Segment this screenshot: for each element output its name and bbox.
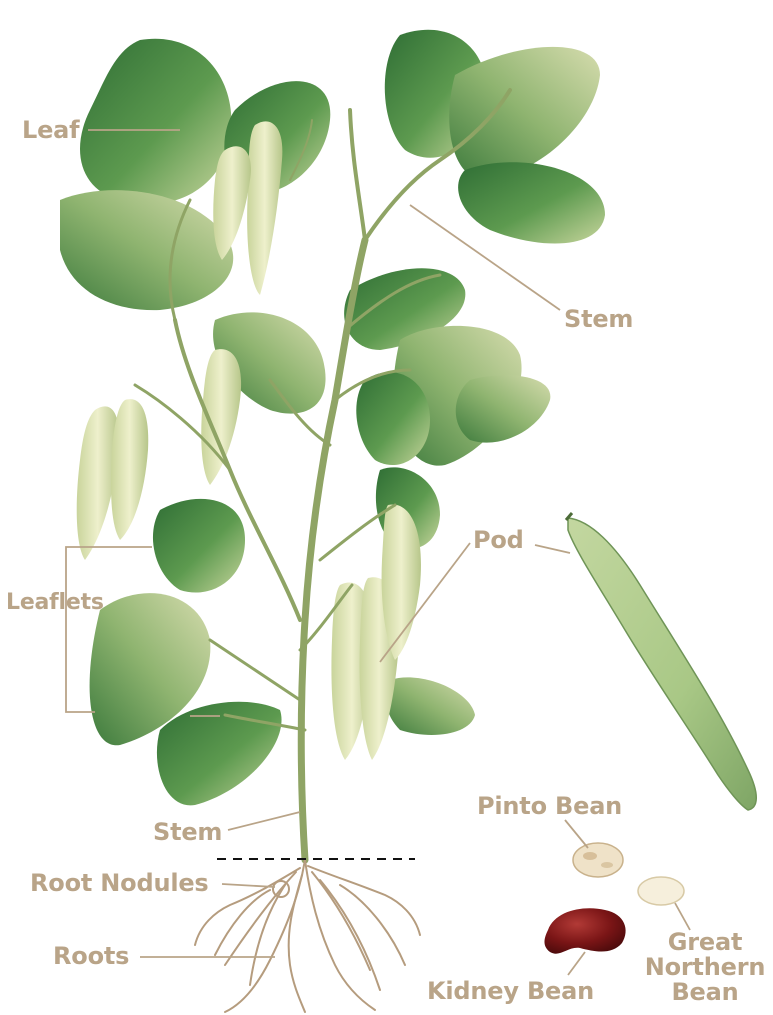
pinto-bean-speckle xyxy=(601,862,613,868)
label-root-nodules: Root Nodules xyxy=(30,871,209,895)
stem-branch xyxy=(350,110,365,240)
label-kidney-bean: Kidney Bean xyxy=(427,979,594,1003)
kidney-bean xyxy=(545,908,626,953)
pod-shape xyxy=(382,504,421,660)
leaf-shape xyxy=(458,162,605,243)
label-stem-upper: Stem xyxy=(564,307,633,331)
label-leaflets: Leaflets xyxy=(6,592,104,614)
label-pod: Pod xyxy=(473,528,524,552)
roots-group xyxy=(195,860,420,1012)
leader-root-nodules xyxy=(222,884,275,887)
label-roots: Roots xyxy=(53,944,129,968)
leader-great-northern xyxy=(675,903,690,930)
pod-shape xyxy=(111,399,148,540)
label-pinto-bean: Pinto Bean xyxy=(477,794,622,818)
leader-kidney xyxy=(568,952,585,975)
leaf-shape xyxy=(456,375,551,442)
stem-branch xyxy=(210,640,300,700)
pinto-bean-speckle xyxy=(583,852,597,860)
pinto-bean xyxy=(573,843,623,877)
leaf-shape xyxy=(80,39,232,205)
leaf-shape xyxy=(449,47,600,180)
leaf-shape xyxy=(157,702,282,806)
label-great-northern-bean: Great Northern Bean xyxy=(637,930,773,1006)
label-great-northern-line3: Bean xyxy=(637,980,773,1005)
leader-pod-right xyxy=(535,545,570,553)
large-pod xyxy=(568,518,756,810)
pod-shape xyxy=(213,146,251,260)
pod-shape xyxy=(247,121,282,295)
leaf-shape xyxy=(386,677,475,735)
label-great-northern-line1: Great xyxy=(637,930,773,955)
leader-pinto xyxy=(565,820,588,848)
leaf-shape xyxy=(153,499,245,593)
label-leaf: Leaf xyxy=(22,118,79,142)
label-great-northern-line2: Northern xyxy=(637,955,773,980)
leader-stem-lower xyxy=(228,812,300,830)
label-stem-lower: Stem xyxy=(153,820,222,844)
leaf-shape xyxy=(60,190,233,310)
great-northern-bean xyxy=(638,877,684,905)
